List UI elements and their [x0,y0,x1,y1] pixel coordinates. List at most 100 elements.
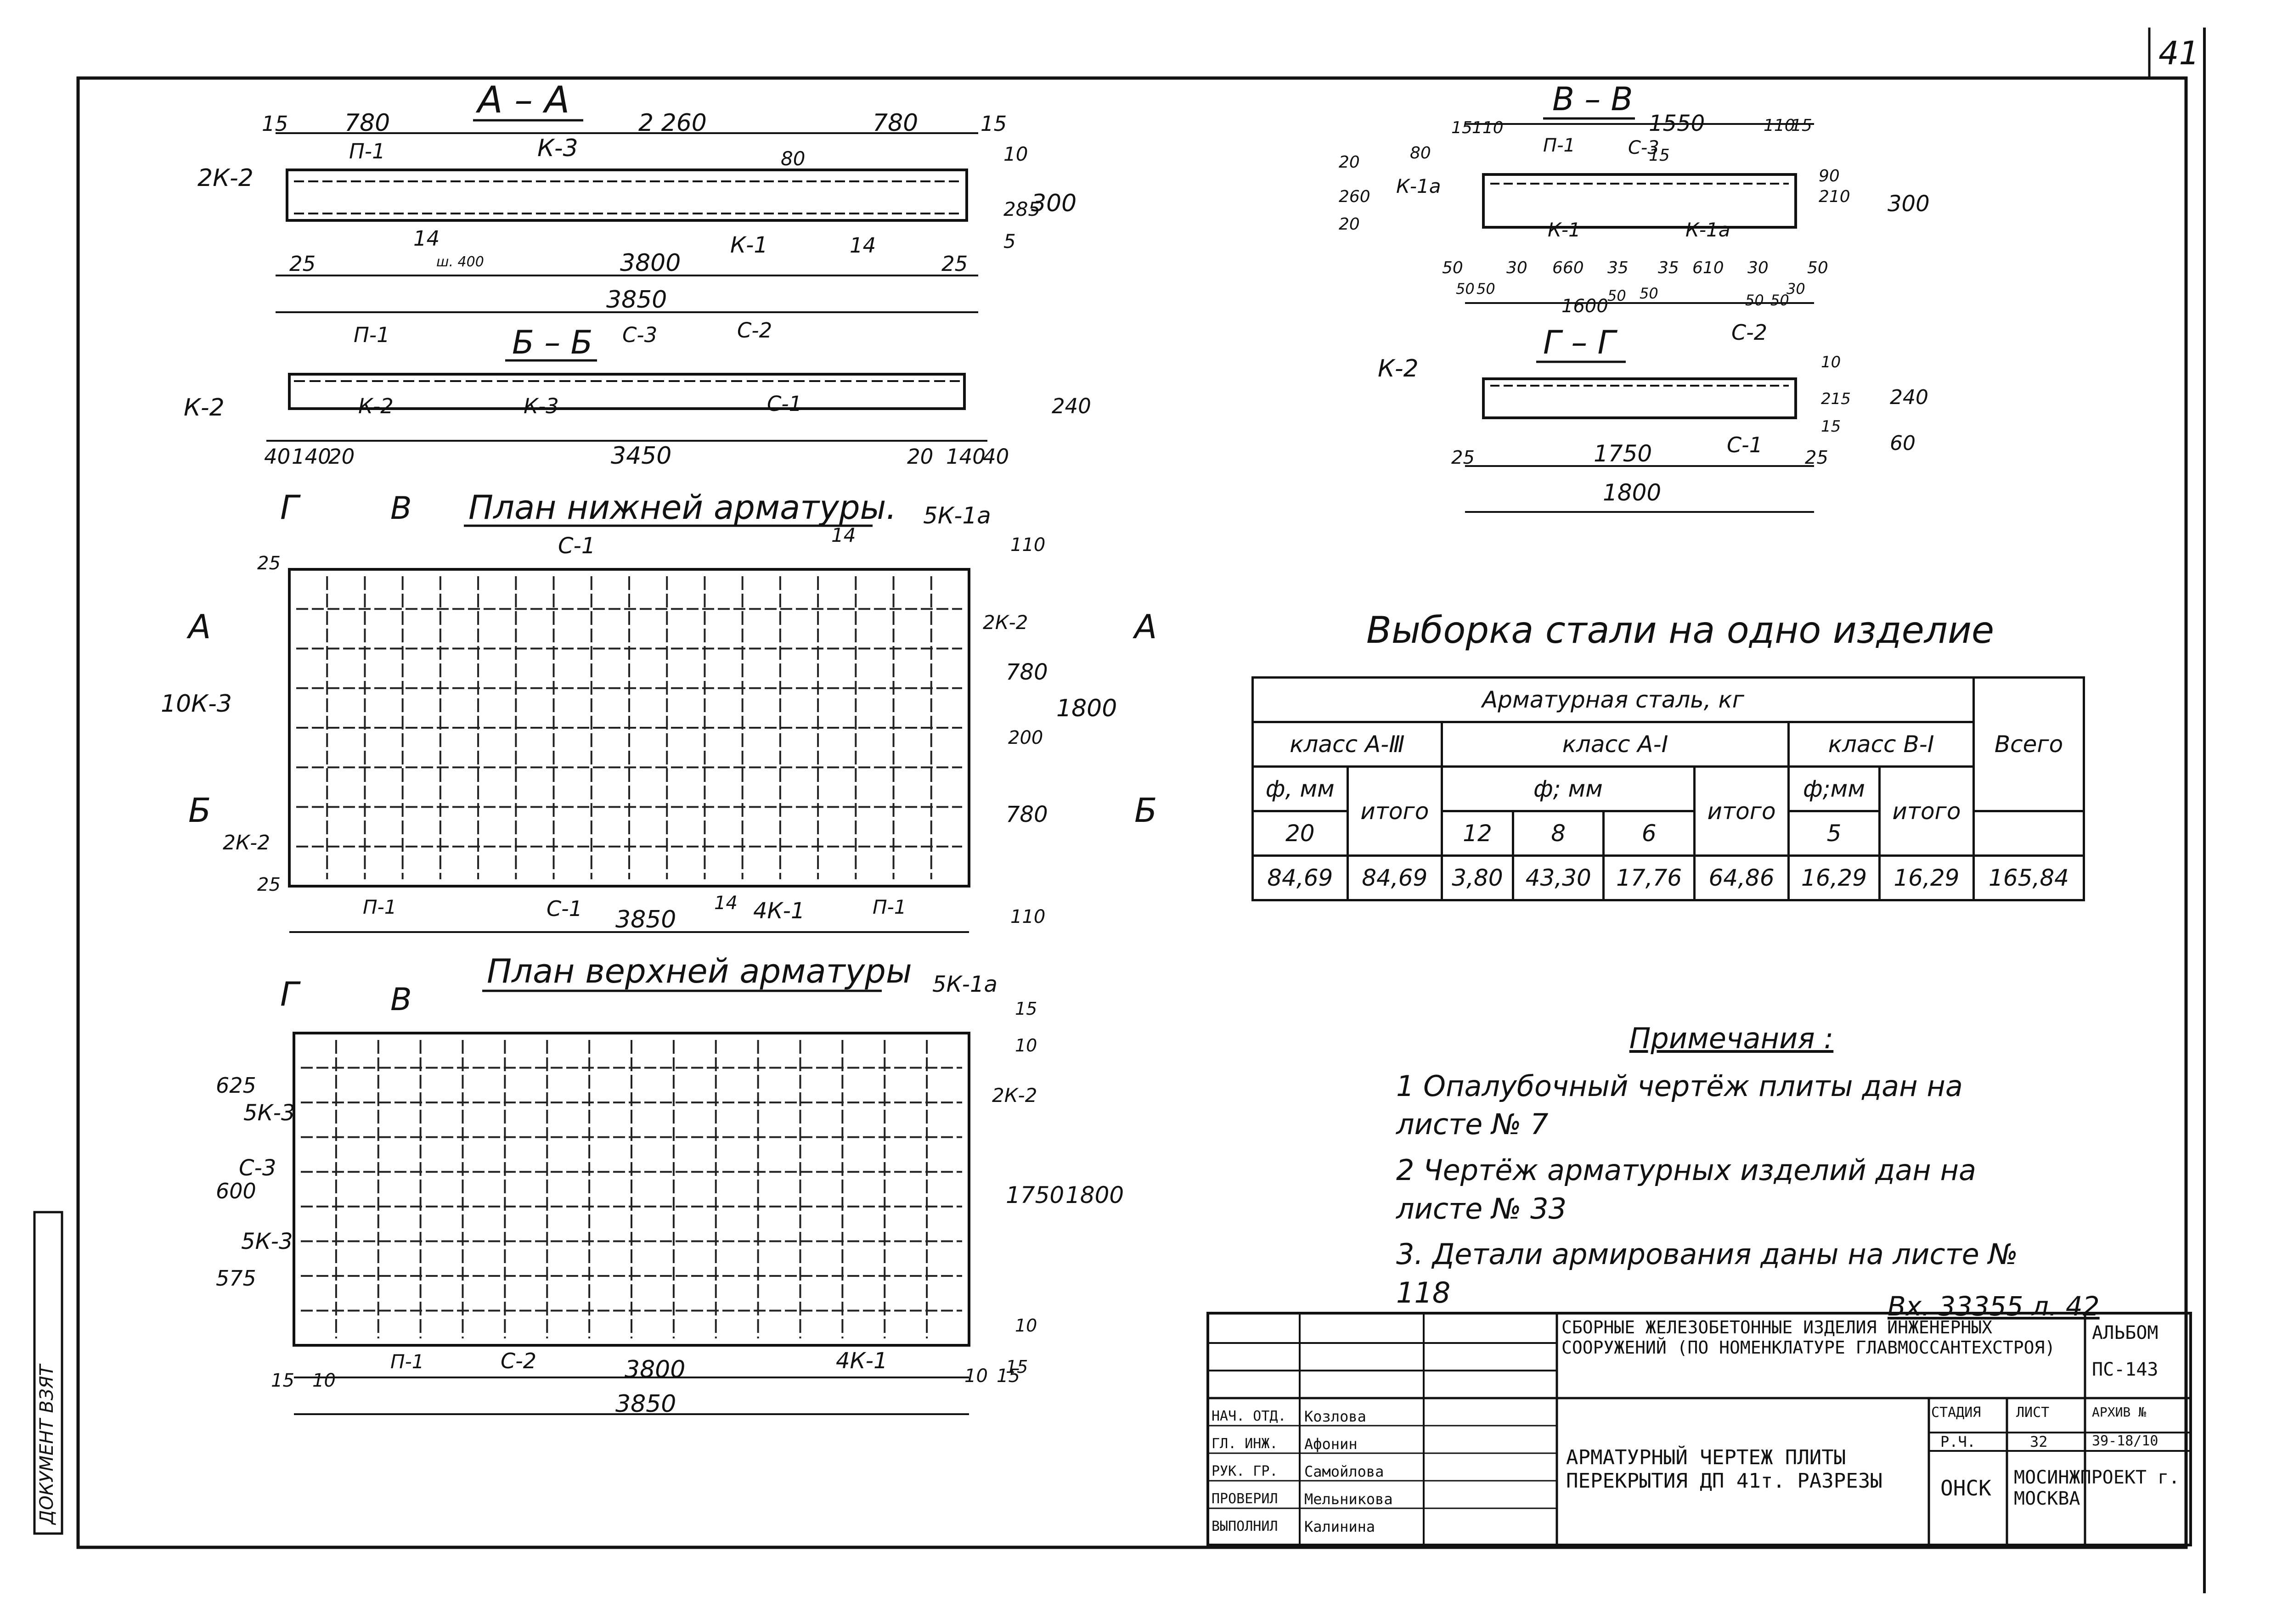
steel-d-a1-8: 8 [1511,810,1605,857]
vv-slab-outline [1482,173,1797,229]
vv-dim: 110 [1472,118,1504,137]
vv-dim: 50 [1770,292,1789,309]
gg-dim: 25 [1451,447,1475,468]
gg-dim: 60 [1890,432,1916,455]
section-gg: Г – Г 25 1750 25 1800 10 215 15 240 60 К… [1378,320,1928,513]
steel-d-a1-6: 6 [1602,810,1696,857]
steel-itogo-a1: итого [1693,765,1790,857]
steel-phi-a1: ф; мм [1440,765,1696,812]
pt-dim: 600 [216,1179,256,1203]
pb-mark: С-1 [558,533,595,559]
plan-top-bar-grid [301,1040,962,1338]
vv-dim: 110 [1764,116,1795,135]
vv-dim: 300 [1888,191,1930,217]
bb-dim: 20 [907,444,933,469]
vv-dim: 50 [1476,280,1495,298]
series-title: СБОРНЫЕ ЖЕЛЕЗОБЕТОННЫЕ ИЗДЕЛИЯ ИНЖЕНЕРНЫ… [1561,1317,2056,1358]
album-label: АЛЬБОМ [2092,1322,2158,1343]
aa-mark: 14 [413,226,440,251]
vv-dim: 50 [1807,258,1828,277]
aa-mark: 2К-2 [197,164,254,192]
steel-class-b1: класс В-Ⅰ [1787,721,1975,768]
aa-dim: 300 [1031,190,1076,217]
section-mark-b-right: Б [1134,791,1157,830]
plan-top-title: План верхней арматуры [487,952,912,990]
vv-dim: 30 [1747,258,1769,277]
pt-dim: 10 [1015,1315,1037,1336]
aa-mark: К-1 [730,232,768,258]
aa-dim: 3850 [606,286,667,314]
aa-dim: 15 [981,112,1007,136]
pb-dim: 780 [1006,659,1048,685]
vv-dim: 210 [1819,187,1850,206]
person-name: Самойлова [1304,1463,1384,1480]
vv-dim: 610 [1692,258,1724,277]
steel-total-label: Всего [1972,676,2085,812]
aa-dim: 80 [781,147,805,170]
stage-label: СТАДИЯ [1931,1405,1981,1421]
pb-dim: 110 [1010,534,1045,556]
steel-value: 3,80 [1440,854,1514,901]
person-name: Афонин [1304,1435,1358,1453]
steel-blank [1972,810,2085,857]
bb-dim: 140 [292,444,331,469]
vv-dim: 1550 [1649,111,1705,136]
aa-dim: 780 [873,109,918,137]
section-aa: А – А 15 780 2 260 780 15 10 285 5 300 8… [197,79,1076,314]
bb-dim: 240 [1052,394,1091,418]
steel-d-b1: 5 [1787,810,1881,857]
steel-header: Арматурная сталь, кг [1251,676,1975,723]
sheet-frame [76,76,2188,1549]
section-bb: Б – Б 40 140 20 3450 20 140 40 240 П-1 С… [184,318,1091,470]
gg-slab-outline [1482,377,1797,419]
section-mark-g-top: Г [280,975,301,1013]
bb-mark: С-2 [737,318,772,343]
vv-dim: 35 [1658,258,1679,277]
pt-dim: 15 [1015,999,1037,1019]
steel-value: 165,84 [1972,854,2085,901]
aa-dim: 25 [941,252,968,276]
notes-block: Примечания : 1 Опалубочный чертёж плиты … [1396,1019,2039,1320]
pb-mark: 14 [714,893,738,914]
pt-mark: 4К-1 [836,1348,887,1374]
steel-class-a1: класс А-Ⅰ [1440,721,1790,768]
steel-value: 84,69 [1346,854,1443,901]
steel-value: 17,76 [1602,854,1696,901]
vv-dim: 30 [1506,258,1527,277]
note-item: 2 Чертёж арматурных изделий дан на листе… [1396,1153,1976,1225]
names-column: Козлова Афонин Самойлова Мельникова Кали… [1304,1403,1393,1540]
pb-mark: П-1 [873,896,906,918]
aa-slab-outline [286,169,968,222]
vv-dim: 260 [1339,187,1370,206]
steel-phi-a3: ф, мм [1251,765,1349,812]
vv-dim: 15 [1649,146,1670,165]
aa-dim: 25 [289,252,316,276]
pt-dim: 15 [997,1366,1020,1387]
role: ВЫПОЛНИЛ [1212,1518,1278,1534]
pb-mark: 2К-2 [223,831,270,854]
pt-dim: 3800 [625,1356,685,1383]
person-name: Мельникова [1304,1490,1393,1508]
vv-dim: 30 [1786,280,1805,298]
vv-mark: С-3 [1628,137,1659,158]
vv-dim: 80 [1410,144,1431,163]
steel-class-a3: класс А-Ⅲ [1251,721,1443,768]
bb-dim: 40 [264,444,290,469]
aa-mark: П-1 [349,139,385,163]
org: МОСИНЖПРОЕКТ г. МОСКВА [2014,1467,2180,1509]
vv-dim: 50 [1442,258,1463,277]
section-gg-title: Г – Г [1543,324,1618,361]
bb-mark: С-3 [622,323,657,347]
bb-mark: К-2 [358,394,394,418]
gg-dim: 10 [1821,353,1841,371]
pb-dim: 780 [1006,802,1048,827]
pt-dim: 1750 [1006,1182,1064,1208]
pt-mark: П-1 [390,1350,424,1373]
section-mark-v: В [390,490,412,527]
aa-dim: 10 [1003,143,1028,165]
sheet-value: 32 [2030,1433,2048,1450]
pt-mark: С-2 [501,1349,536,1373]
archive-value: 39-18/10 [2092,1433,2158,1449]
section-mark-a-right: А [1133,607,1157,646]
